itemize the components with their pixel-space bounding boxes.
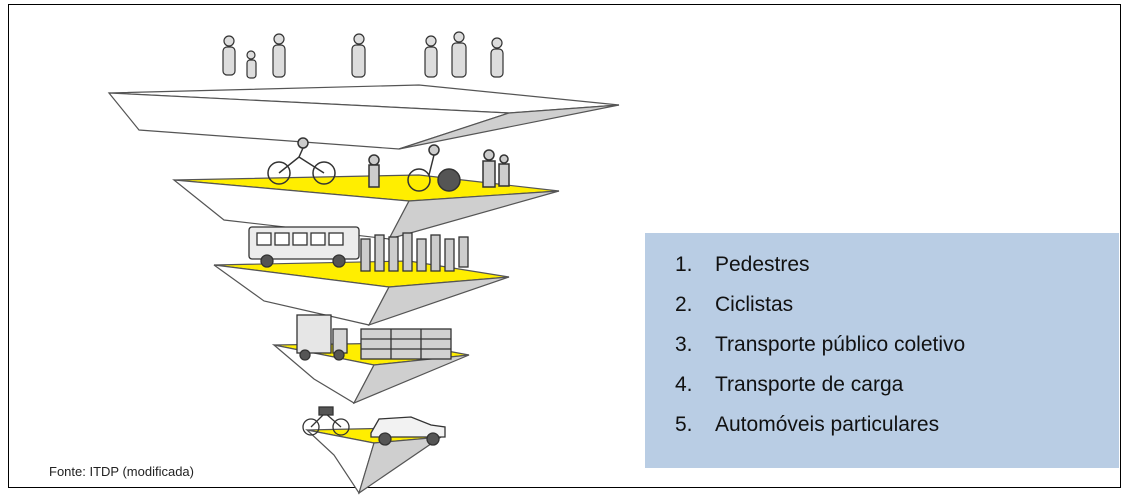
legend-label: Automóveis particulares: [715, 413, 940, 436]
legend-item-pedestrians: 1. Pedestres: [675, 245, 1119, 285]
legend-number: 1.: [675, 253, 693, 276]
pyramid-level-4: [271, 314, 470, 405]
freight-icon: [296, 314, 452, 361]
mobility-pyramid: [107, 31, 620, 495]
legend-item-public-transport: 3. Transporte público coletivo: [675, 325, 1119, 365]
pyramid-level-1: [107, 31, 620, 150]
legend-label: Transporte público coletivo: [715, 333, 966, 356]
private-vehicles-icon: [302, 406, 446, 446]
legend-item-freight: 4. Transporte de carga: [675, 365, 1119, 405]
legend-item-private-cars: 5. Automóveis particulares: [675, 405, 1119, 445]
legend-number: 3.: [675, 333, 693, 356]
legend-item-cyclists: 2. Ciclistas: [675, 285, 1119, 325]
pyramid-level-2: [172, 137, 560, 240]
legend-label: Ciclistas: [715, 293, 794, 316]
pedestrians-icon: [222, 31, 504, 79]
source-caption: Fonte: ITDP (modificada): [49, 464, 194, 479]
public-transport-icon: [248, 226, 469, 272]
legend-number: 4.: [675, 373, 693, 396]
legend-number: 5.: [675, 413, 693, 436]
pyramid-level-5: [302, 406, 446, 495]
legend-number: 2.: [675, 293, 693, 316]
cyclists-icon: [267, 137, 510, 192]
figure-frame: 1. Pedestres 2. Ciclistas 3. Transporte púb…: [8, 4, 1121, 495]
pyramid-level-3: [213, 226, 510, 327]
legend-box: 1. Pedestres 2. Ciclistas 3. Transporte púb…: [645, 233, 1119, 468]
legend-label: Pedestres: [715, 253, 810, 276]
legend-label: Transporte de carga: [715, 373, 904, 396]
